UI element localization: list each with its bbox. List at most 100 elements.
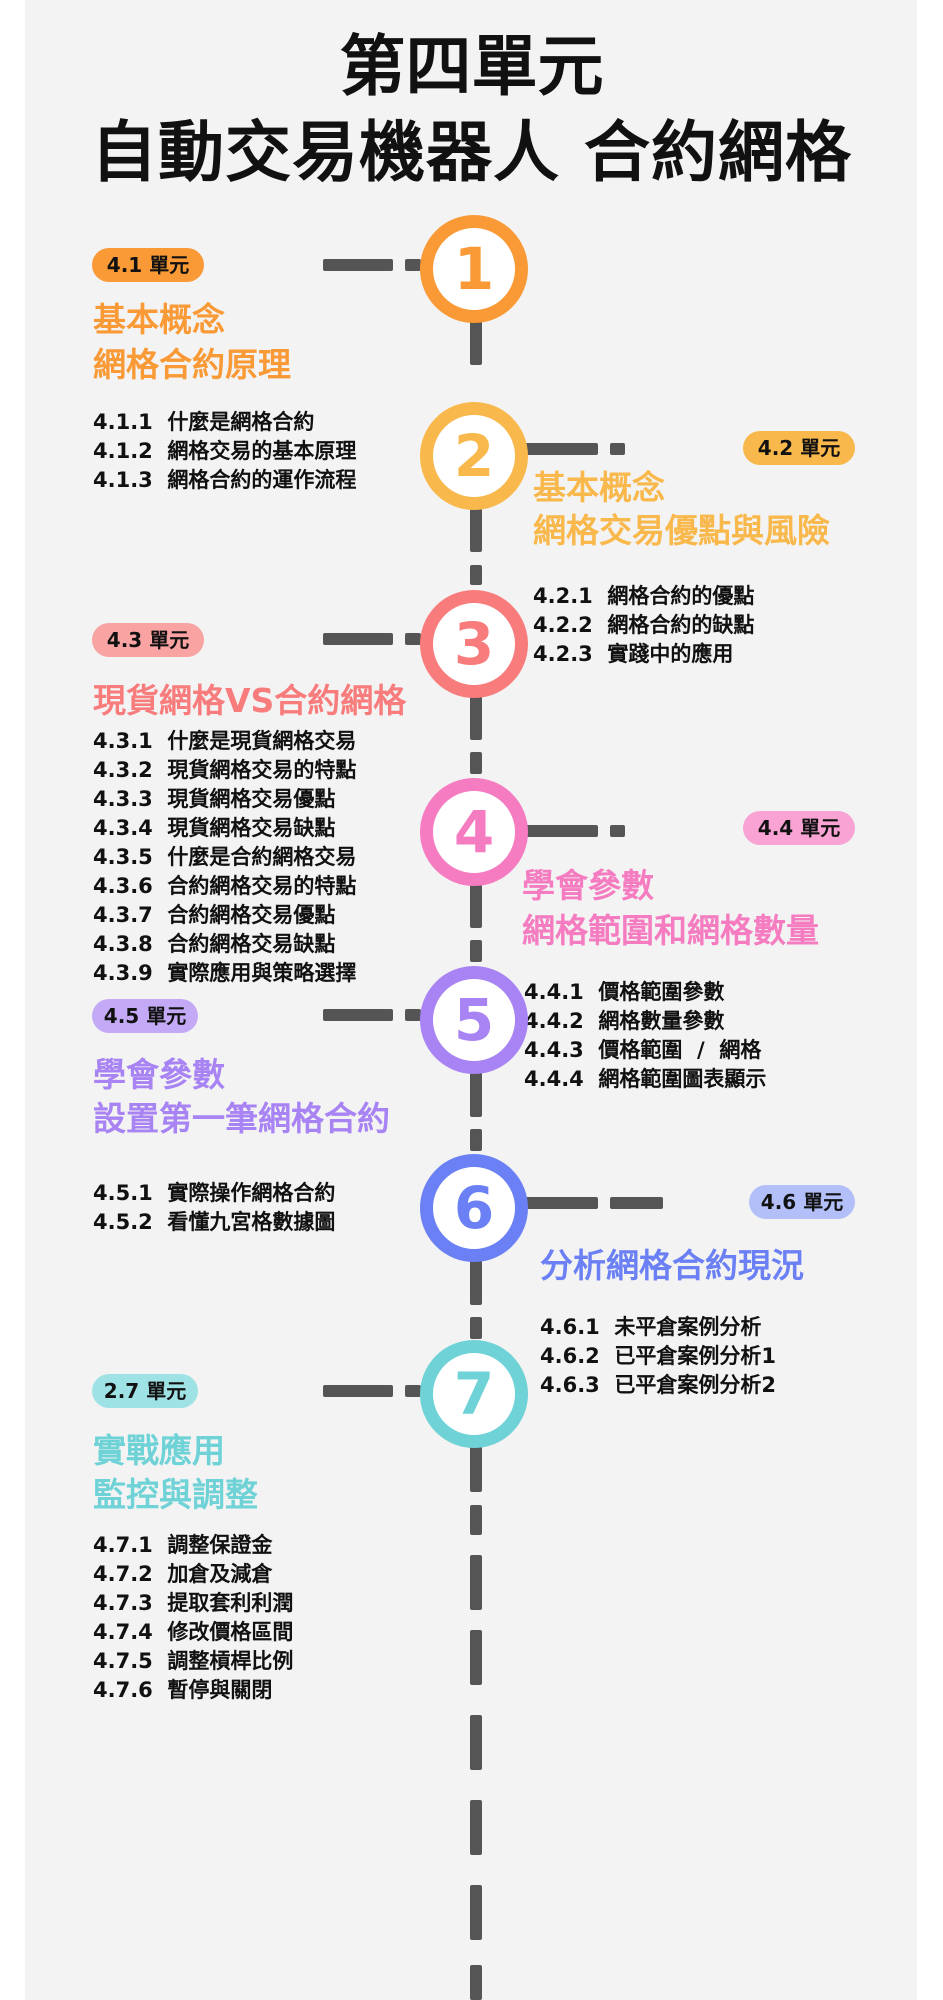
unit-badge: 4.1 單元: [92, 248, 204, 282]
step-node: 7: [420, 1340, 528, 1448]
connector-line: [323, 1385, 393, 1397]
step-node: 5: [420, 966, 528, 1074]
topic-item: 4.7.4 修改價格區間: [93, 1620, 294, 1644]
spine-dash: [470, 1630, 482, 1685]
step-node: 2: [420, 402, 528, 510]
topic-item: 4.3.1 什麼是現貨網格交易: [93, 729, 357, 753]
topic-item: 4.6.1 未平倉案例分析: [540, 1315, 762, 1339]
connector-line: [610, 443, 625, 455]
topic-item: 4.3.6 合約網格交易的特點: [93, 874, 357, 898]
connector-line: [520, 1197, 598, 1209]
step-node: 1: [420, 215, 528, 323]
section-heading: 網格範圍和網格數量: [522, 911, 819, 950]
spine-dash: [470, 752, 482, 774]
topic-item: 4.2.2 網格合約的缺點: [533, 613, 755, 637]
spine-dash: [470, 1437, 482, 1492]
connector-line: [323, 633, 393, 645]
step-number: 3: [453, 610, 495, 678]
spine-dash: [470, 1062, 482, 1117]
step-node: 4: [420, 778, 528, 886]
topic-item: 4.2.1 網格合約的優點: [533, 584, 755, 608]
spine-dash: [470, 1965, 482, 2000]
topic-list: 4.2.1 網格合約的優點 4.2.2 網格合約的缺點 4.2.3 實踐中的應用: [533, 582, 754, 669]
topic-list: 4.4.1 價格範圍參數 4.4.2 網格數量參數 4.4.3 價格範圍 / 網…: [524, 978, 766, 1094]
section-heading: 設置第一筆網格合約: [93, 1099, 390, 1138]
topic-item: 4.3.7 合約網格交易優點: [93, 903, 336, 927]
unit-subtitle: 自動交易機器人 合約網格: [91, 114, 852, 191]
spine-dash: [470, 940, 482, 962]
spine-dash: [470, 497, 482, 552]
section-heading: 基本概念: [93, 300, 225, 339]
topic-list: 4.5.1 實際操作網格合約 4.5.2 看懂九宮格數據圖: [93, 1179, 335, 1237]
topic-item: 4.4.3 價格範圍 / 網格: [524, 1038, 762, 1062]
topic-item: 4.7.1 調整保證金: [93, 1533, 273, 1557]
topic-item: 4.3.9 實際應用與策略選擇: [93, 961, 357, 985]
topic-item: 4.5.2 看懂九宮格數據圖: [93, 1210, 336, 1234]
spine-dash: [470, 1250, 482, 1305]
step-number: 1: [453, 235, 495, 303]
section-heading: 網格合約原理: [93, 345, 291, 384]
topic-list: 4.3.1 什麼是現貨網格交易 4.3.2 現貨網格交易的特點 4.3.3 現貨…: [93, 727, 356, 988]
connector-line: [323, 259, 393, 271]
topic-item: 4.4.2 網格數量參數: [524, 1009, 725, 1033]
spine-dash: [470, 1505, 482, 1535]
topic-item: 4.5.1 實際操作網格合約: [93, 1181, 336, 1205]
topic-item: 4.1.3 網格合約的運作流程: [93, 468, 357, 492]
section-heading: 網格交易優點與風險: [533, 511, 830, 550]
step-node: 3: [420, 590, 528, 698]
spine-dash: [470, 1317, 482, 1339]
topic-item: 4.7.6 暫停與關閉: [93, 1678, 273, 1702]
topic-item: 4.6.2 已平倉案例分析1: [540, 1344, 777, 1368]
step-number: 7: [453, 1360, 495, 1428]
topic-item: 4.2.3 實踐中的應用: [533, 642, 734, 666]
unit-title: 第四單元: [339, 28, 604, 105]
unit-badge: 2.7 單元: [92, 1374, 198, 1408]
spine-dash: [470, 1715, 482, 1770]
topic-item: 4.7.2 加倉及減倉: [93, 1562, 273, 1586]
spine-dash: [470, 1885, 482, 1940]
step-number: 5: [453, 986, 495, 1054]
unit-badge: 4.5 單元: [92, 999, 198, 1033]
topic-list: 4.1.1 什麼是網格合約 4.1.2 網格交易的基本原理 4.1.3 網格合約…: [93, 408, 356, 495]
section-heading: 學會參數: [522, 866, 654, 905]
unit-badge: 4.2 單元: [743, 431, 855, 465]
topic-item: 4.3.8 合約網格交易缺點: [93, 932, 336, 956]
spine-dash: [470, 1129, 482, 1151]
topic-item: 4.3.2 現貨網格交易的特點: [93, 758, 357, 782]
unit-badge: 4.6 單元: [749, 1185, 855, 1219]
topic-item: 4.3.4 現貨網格交易缺點: [93, 816, 336, 840]
section-heading: 現貨網格VS合約網格: [93, 681, 407, 720]
topic-item: 4.7.5 調整槓桿比例: [93, 1649, 294, 1673]
topic-item: 4.1.2 網格交易的基本原理: [93, 439, 357, 463]
connector-line: [610, 1197, 663, 1209]
section-heading: 監控與調整: [93, 1475, 258, 1514]
connector-line: [405, 1385, 421, 1397]
connector-line: [405, 1009, 421, 1021]
spine-dash: [470, 873, 482, 928]
step-node: 6: [420, 1154, 528, 1262]
spine-dash: [470, 1800, 482, 1855]
connector-line: [405, 259, 421, 271]
topic-item: 4.3.5 什麼是合約網格交易: [93, 845, 357, 869]
section-heading: 基本概念: [533, 468, 665, 507]
topic-list: 4.6.1 未平倉案例分析 4.6.2 已平倉案例分析1 4.6.3 已平倉案例…: [540, 1313, 776, 1400]
step-number: 4: [453, 798, 495, 866]
connector-line: [520, 825, 598, 837]
connector-line: [323, 1009, 393, 1021]
step-number: 2: [453, 422, 495, 490]
spine-dash: [470, 685, 482, 740]
unit-badge: 4.3 單元: [92, 623, 204, 657]
section-heading: 分析網格合約現況: [540, 1246, 804, 1285]
step-number: 6: [453, 1174, 495, 1242]
connector-line: [405, 633, 421, 645]
unit-badge: 4.4 單元: [743, 811, 855, 845]
topic-item: 4.3.3 現貨網格交易優點: [93, 787, 336, 811]
topic-item: 4.7.3 提取套利利潤: [93, 1591, 294, 1615]
topic-item: 4.4.1 價格範圍參數: [524, 980, 725, 1004]
topic-item: 4.6.3 已平倉案例分析2: [540, 1373, 777, 1397]
topic-item: 4.4.4 網格範圍圖表顯示: [524, 1067, 767, 1091]
connector-line: [520, 443, 598, 455]
spine-dash: [470, 565, 482, 585]
topic-list: 4.7.1 調整保證金 4.7.2 加倉及減倉 4.7.3 提取套利利潤 4.7…: [93, 1531, 293, 1705]
section-heading: 學會參數: [93, 1055, 225, 1094]
